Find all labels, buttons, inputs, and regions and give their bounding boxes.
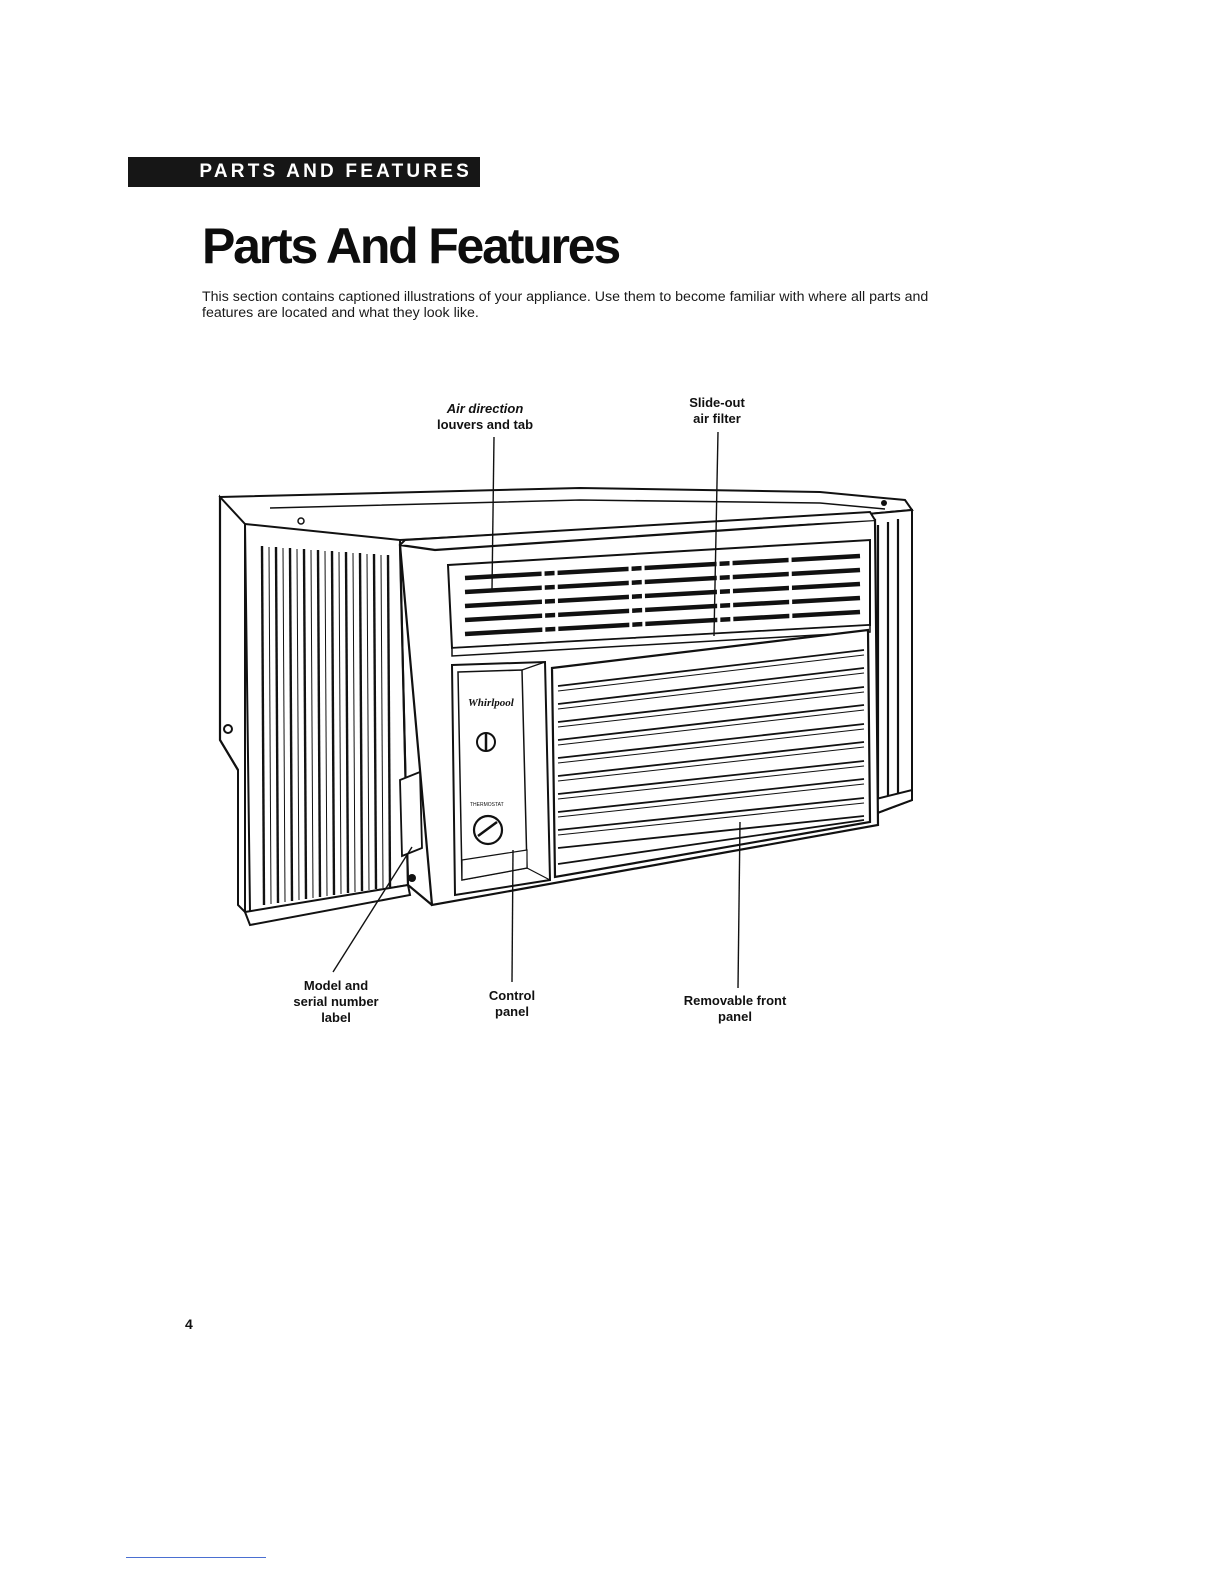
section-banner: PARTS AND FEATURES [128,157,480,187]
page-title: Parts And Features [202,218,621,274]
callout-air-direction-line-1: Air direction [446,401,524,416]
callout-control-panel-line-1: Control [488,988,536,1003]
callout-model-label-line-3: label [321,1010,351,1025]
callout-air-filter-line-2: air filter [693,411,741,426]
callout-front-panel-line-2: panel [718,1009,752,1024]
callout-control-panel: Control panel [452,988,572,1020]
footer-rule [126,1557,266,1558]
thermostat-label: THERMOSTAT [470,802,504,808]
front-panel-grille [550,628,872,879]
screw-top-left [297,517,305,525]
callout-air-direction: Air direction louvers and tab [410,401,560,433]
callout-model-label-line-2: serial number [293,994,379,1009]
model-serial-label-plate [399,770,423,858]
left-side-panel [219,494,246,915]
callout-air-filter: Slide-out air filter [652,395,782,427]
screw-top-right [881,500,887,506]
callout-model-label: Model and serial number label [266,978,406,1026]
brand-mark: Whirlpool [468,697,515,709]
callout-air-filter-line-1: Slide-out [689,395,745,410]
page-number: 4 [185,1316,193,1332]
callout-model-label-line-1: Model and [303,978,369,993]
intro-paragraph: This section contains captioned illustra… [202,289,929,321]
callout-front-panel-line-1: Removable front [683,993,787,1008]
screw-bottom [408,874,416,882]
screw-left [223,724,233,734]
callout-air-direction-line-2: louvers and tab [436,417,534,432]
callout-front-panel: Removable front panel [655,993,815,1025]
air-conditioner-illustration: Whirlpool THERMOSTAT [218,431,914,989]
callout-control-panel-line-2: panel [495,1004,529,1019]
